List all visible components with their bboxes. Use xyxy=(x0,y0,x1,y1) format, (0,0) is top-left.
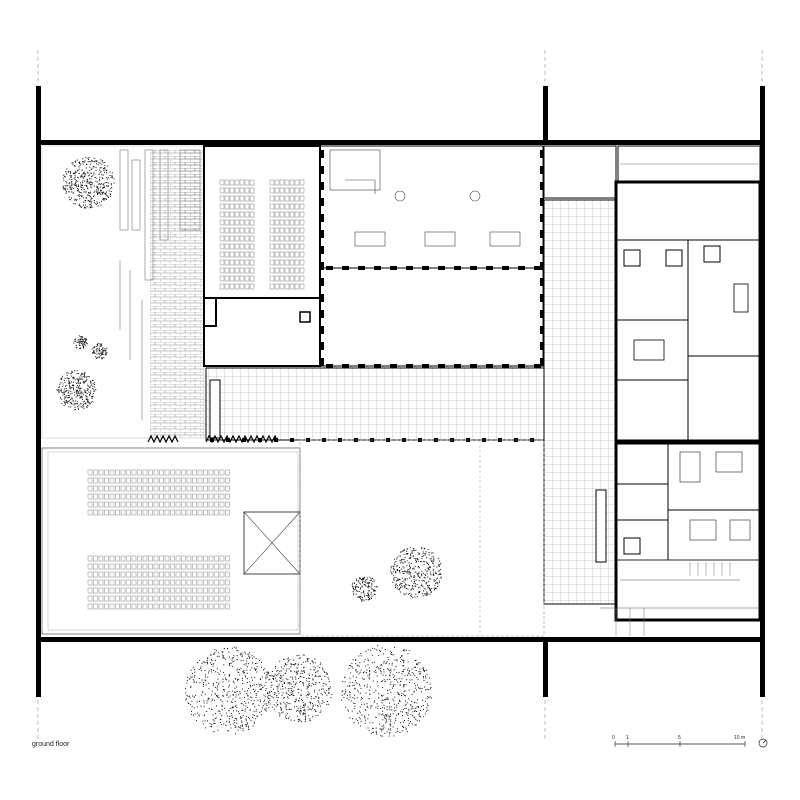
auditorium-north xyxy=(203,145,321,367)
service-wing xyxy=(543,145,762,636)
scale-label-1: 1 xyxy=(626,735,629,741)
tree-canopy-icon xyxy=(73,335,88,350)
tree-canopy-icon xyxy=(185,646,272,735)
scale-label-5: 5 xyxy=(678,735,681,741)
tiled-corridor xyxy=(147,199,617,605)
tree-canopy-icon xyxy=(390,546,442,599)
scale-bar: 0 1 5 10 m xyxy=(612,735,746,747)
structural-axes xyxy=(37,50,763,740)
tree-canopy-icon xyxy=(62,157,115,209)
drawing-caption: ground floor xyxy=(32,741,70,748)
scale-label-0: 0 xyxy=(612,735,615,741)
scale-label-10m: 10 m xyxy=(734,735,745,741)
auditorium-south xyxy=(41,447,301,635)
garden-north xyxy=(41,145,205,439)
tree-canopy-icon xyxy=(341,645,433,737)
tree-canopy-icon xyxy=(56,370,97,411)
tree-canopy-icon xyxy=(91,343,108,360)
courtyard-south xyxy=(299,439,545,637)
tree-canopy-icon xyxy=(351,576,378,602)
tree-canopy-icon xyxy=(264,654,333,723)
north-arrow-icon xyxy=(758,738,768,748)
exterior-walls xyxy=(36,86,765,697)
trees xyxy=(56,157,442,737)
